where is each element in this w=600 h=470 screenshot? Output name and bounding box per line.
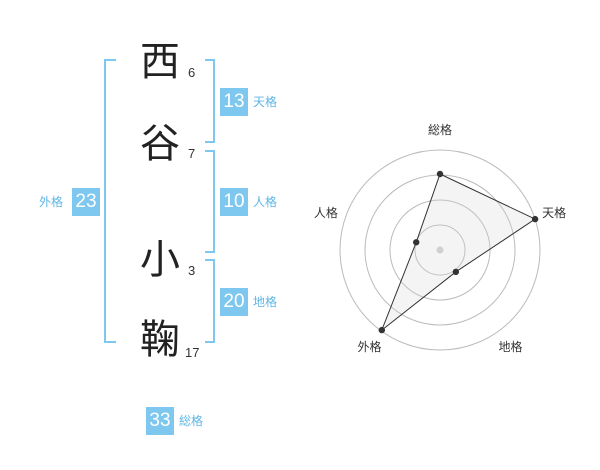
name-char-1: 西 xyxy=(140,39,180,85)
stroke-count-1: 6 xyxy=(188,65,196,80)
radar-ring-1 xyxy=(414,224,466,276)
radar-axis-label-2: 天格 xyxy=(542,205,566,220)
stroke-count-4: 17 xyxy=(185,345,200,360)
radar-ring-2 xyxy=(389,199,491,301)
gaikaku-bracket xyxy=(104,59,116,343)
jinkaku-label: 人格 xyxy=(253,195,278,209)
stroke-count-2: 7 xyxy=(188,146,196,161)
name-char-2: 谷 xyxy=(140,121,180,167)
jinkaku-bracket xyxy=(205,150,215,253)
tenkaku-value: 13 xyxy=(220,88,248,116)
radar-axis-label-5: 人格 xyxy=(314,205,338,220)
chikaku-label: 地格 xyxy=(253,295,278,309)
tenkaku-label: 天格 xyxy=(253,95,278,109)
radar-center-dot xyxy=(436,246,444,254)
radar-point-2 xyxy=(531,215,539,223)
tenkaku-bracket xyxy=(205,59,215,143)
soukaku-label: 総格 xyxy=(179,414,204,428)
chikaku-value: 20 xyxy=(220,288,248,316)
radar-points xyxy=(378,170,539,334)
chikaku-bracket xyxy=(205,259,215,343)
gaikaku-value: 23 xyxy=(72,188,100,216)
radar-point-3 xyxy=(452,268,460,276)
radar-point-4 xyxy=(378,326,386,334)
name-char-3: 小 xyxy=(140,237,180,283)
radar-axis-label-3: 地格 xyxy=(498,339,522,354)
radar-area xyxy=(380,173,537,332)
radar-point-1 xyxy=(436,170,444,178)
gaikaku-label: 外格 xyxy=(39,195,64,209)
radar-axis-label-1: 総格 xyxy=(428,122,452,137)
name-char-4: 鞠 xyxy=(140,317,180,363)
radar-point-5 xyxy=(413,239,420,246)
radar-ring-4 xyxy=(339,149,541,351)
soukaku-value: 33 xyxy=(146,407,174,435)
radar-axis-label-4: 外格 xyxy=(357,339,381,354)
jinkaku-value: 10 xyxy=(220,188,248,216)
stroke-count-3: 3 xyxy=(188,263,196,278)
